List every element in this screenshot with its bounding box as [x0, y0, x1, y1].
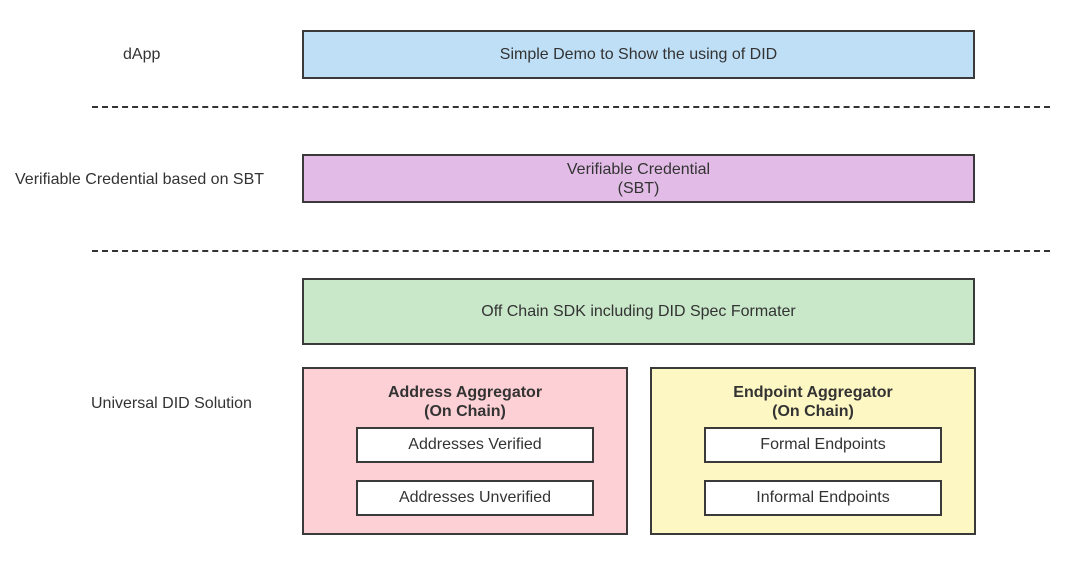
addresses-verified-box: Addresses Verified	[356, 427, 594, 463]
address-aggregator-box: Address Aggregator (On Chain) Addresses …	[302, 367, 628, 535]
layer-label-universal-did: Universal DID Solution	[91, 395, 252, 412]
endpoint-aggregator-box: Endpoint Aggregator (On Chain) Formal En…	[650, 367, 976, 535]
layer-separator-bottom	[92, 250, 1050, 252]
layer-label-verifiable-credential: Verifiable Credential based on SBT	[15, 171, 265, 188]
verifiable-credential-box: Verifiable Credential (SBT)	[302, 154, 975, 203]
addresses-verified-label: Addresses Verified	[408, 436, 542, 453]
informal-endpoints-box: Informal Endpoints	[704, 480, 942, 516]
formal-endpoints-label: Formal Endpoints	[760, 436, 886, 453]
sdk-box-label: Off Chain SDK including DID Spec Formate…	[481, 303, 796, 320]
address-aggregator-title-line1: Address Aggregator	[387, 384, 543, 401]
address-aggregator-title: Address Aggregator (On Chain)	[304, 383, 626, 421]
address-aggregator-title-line2: (On Chain)	[424, 403, 506, 420]
vc-box-label-line1: Verifiable Credential	[566, 160, 711, 178]
dapp-box: Simple Demo to Show the using of DID	[302, 30, 975, 79]
informal-endpoints-label: Informal Endpoints	[756, 489, 890, 506]
layer-separator-top	[92, 106, 1050, 108]
off-chain-sdk-box: Off Chain SDK including DID Spec Formate…	[302, 278, 975, 345]
addresses-unverified-box: Addresses Unverified	[356, 480, 594, 516]
addresses-unverified-label: Addresses Unverified	[398, 489, 552, 506]
formal-endpoints-box: Formal Endpoints	[704, 427, 942, 463]
dapp-box-label: Simple Demo to Show the using of DID	[499, 46, 778, 63]
endpoint-aggregator-title: Endpoint Aggregator (On Chain)	[652, 383, 974, 421]
endpoint-aggregator-title-line1: Endpoint Aggregator	[733, 384, 893, 401]
vc-box-label-line2: (SBT)	[617, 179, 660, 197]
layer-label-dapp: dApp	[123, 46, 161, 63]
endpoint-aggregator-title-line2: (On Chain)	[772, 403, 854, 420]
